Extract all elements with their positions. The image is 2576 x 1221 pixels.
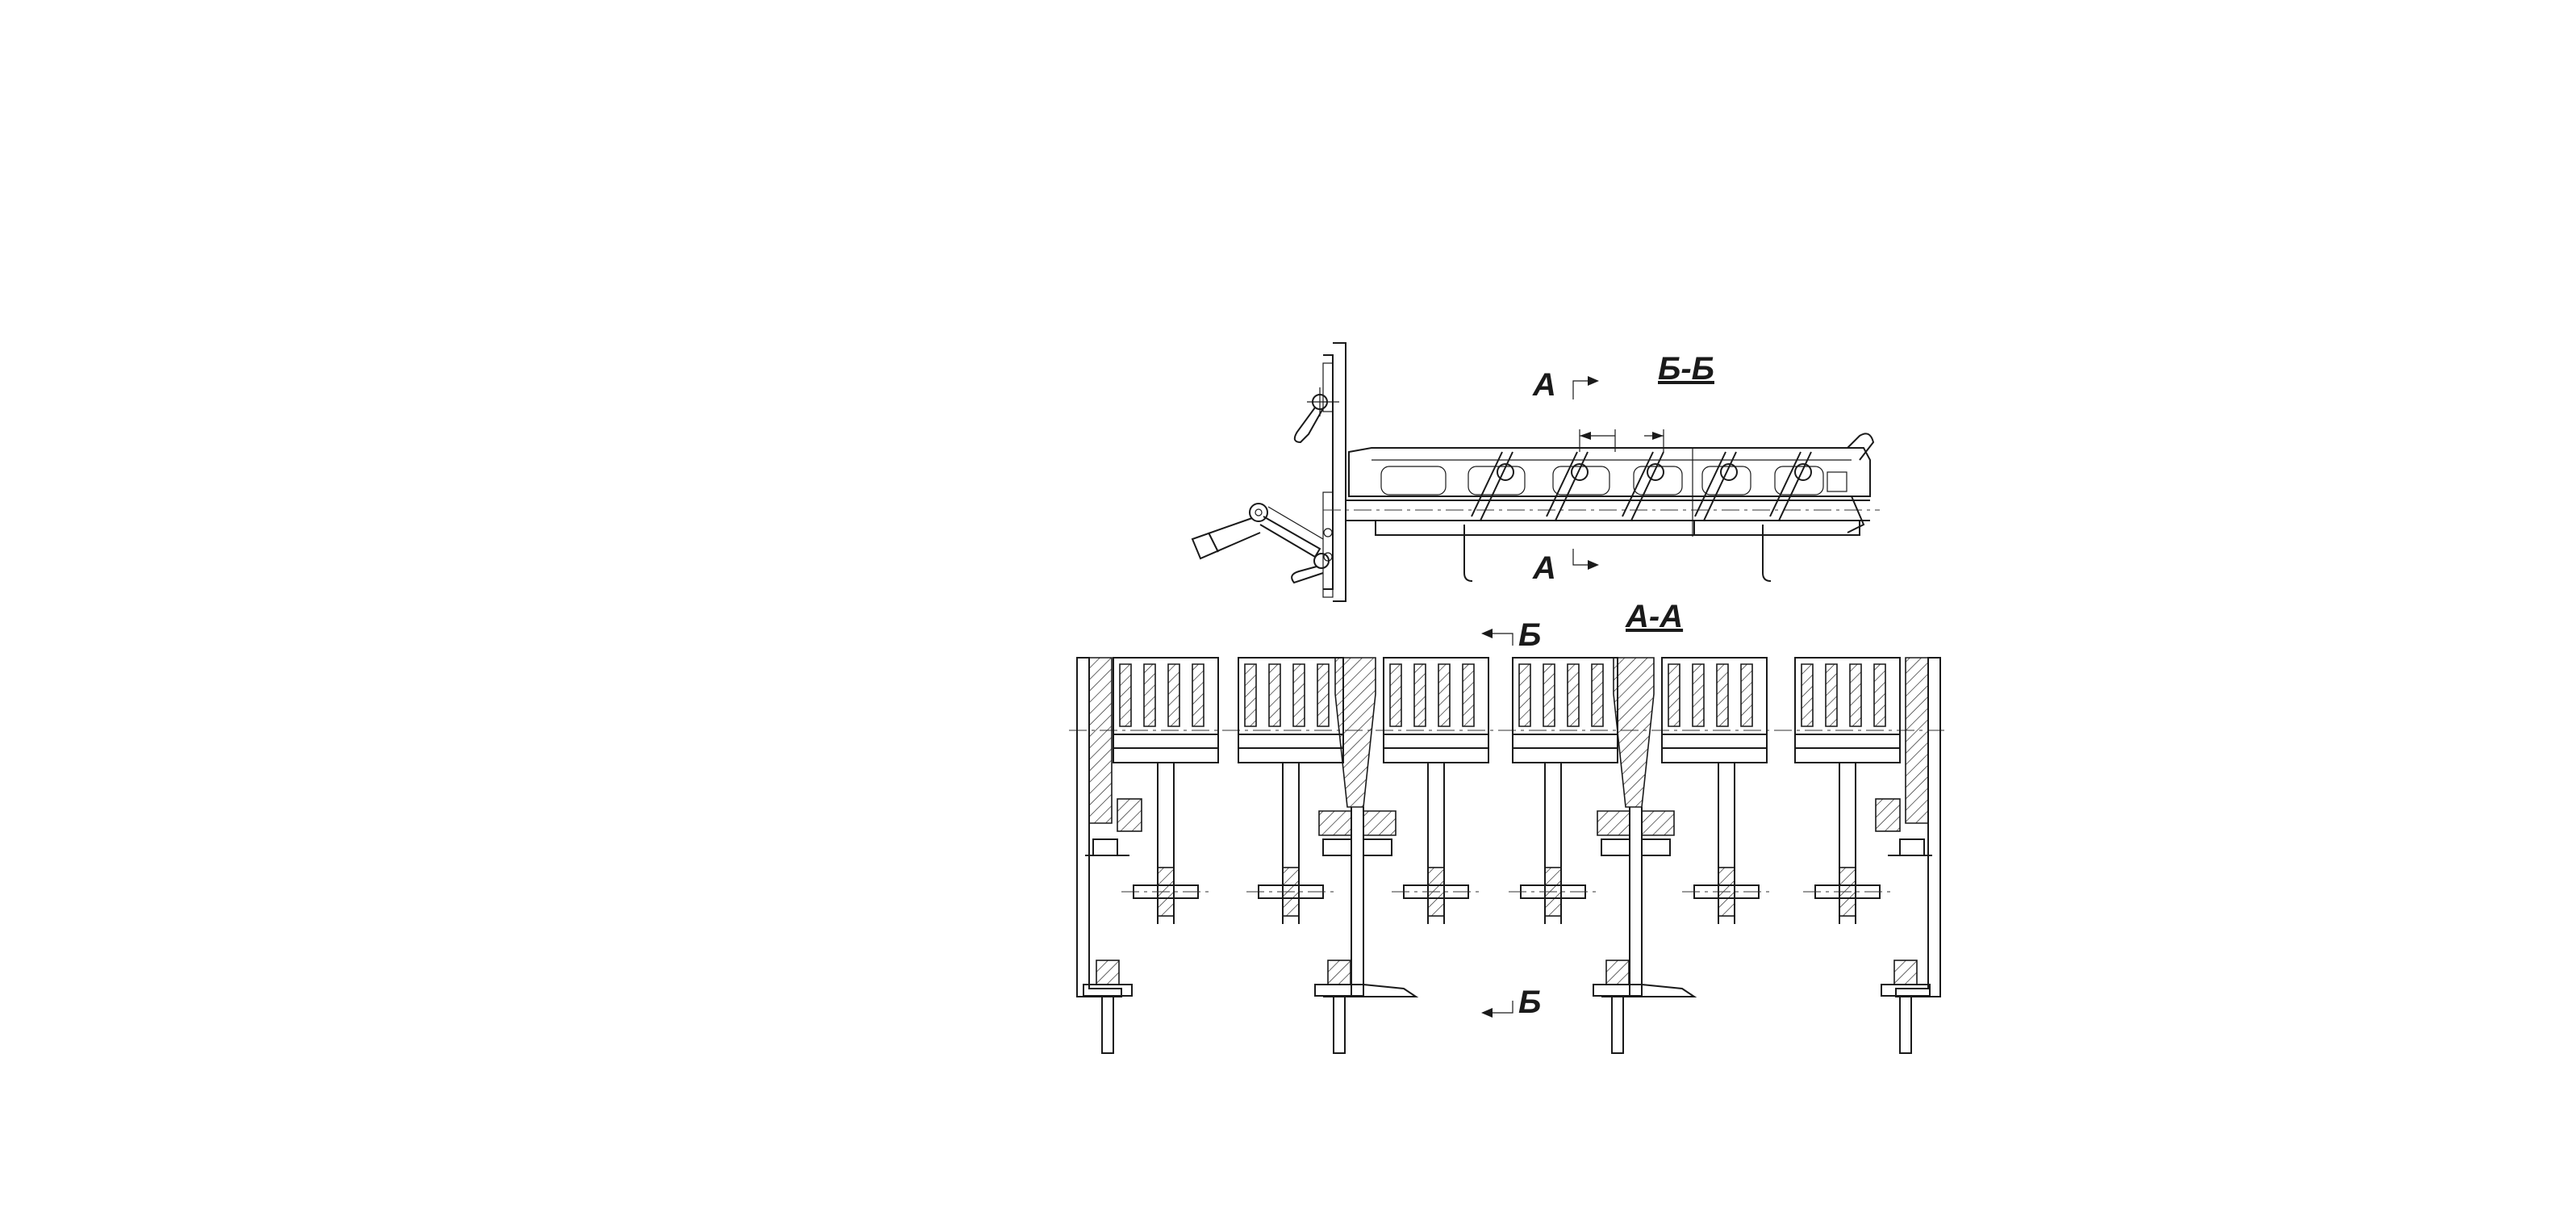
cross-section-aa: А-А Б Б — [1069, 599, 1944, 1054]
section-aa-title: А-А — [1625, 599, 1683, 634]
contact-fingers — [1471, 451, 1812, 521]
support-beams — [1318, 657, 1697, 997]
section-b-label-top: Б — [1518, 617, 1541, 653]
anchor-bolts — [1083, 960, 1931, 1054]
hanging-bolts — [1121, 763, 1892, 924]
contact-combs — [1113, 657, 1901, 763]
section-bb-title: Б-Б — [1658, 351, 1714, 387]
section-b-label-bottom: Б — [1518, 985, 1541, 1020]
section-a-label-top: А — [1532, 367, 1556, 403]
side-view-bb: А А Б-Б — [1191, 342, 1880, 602]
section-a-label-bottom: А — [1532, 550, 1556, 586]
